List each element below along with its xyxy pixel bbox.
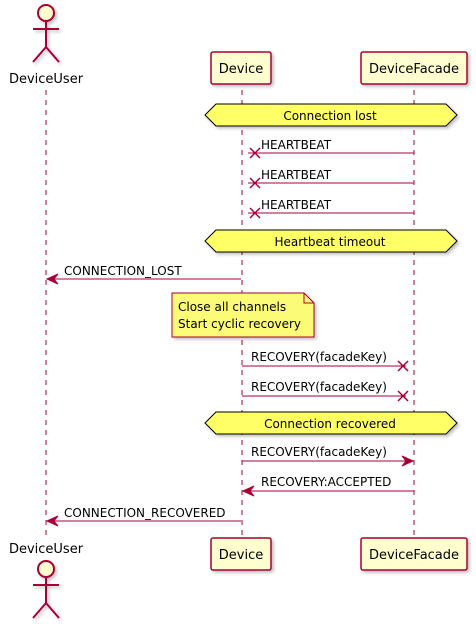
lost-x-icon bbox=[249, 177, 261, 189]
message-recovery-3: RECOVERY(facadeKey) bbox=[242, 445, 415, 467]
arrow-head-icon bbox=[241, 485, 255, 497]
participant-label: DeviceFacade bbox=[369, 548, 459, 563]
message-label: HEARTBEAT bbox=[261, 168, 332, 182]
actor-device-user-top: DeviceUser bbox=[9, 4, 84, 87]
participant-device-top: Device bbox=[210, 51, 272, 85]
message-recovery-1: RECOVERY(facadeKey) bbox=[242, 350, 409, 372]
participant-label: Device bbox=[219, 62, 263, 77]
arrow-head-icon bbox=[45, 515, 59, 527]
divider-connection-lost: Connection lost bbox=[204, 103, 458, 127]
message-connection-recovered: CONNECTION_RECOVERED bbox=[45, 506, 241, 527]
lost-x-icon bbox=[249, 147, 261, 159]
participant-label: DeviceFacade bbox=[369, 62, 459, 77]
message-heartbeat-1: HEARTBEAT bbox=[248, 138, 414, 159]
actor-label: DeviceUser bbox=[9, 542, 84, 557]
arrow-head-icon bbox=[401, 455, 415, 467]
actor-device-user-bottom: DeviceUser bbox=[9, 542, 84, 619]
lost-x-icon bbox=[249, 207, 261, 219]
message-label: RECOVERY(facadeKey) bbox=[251, 445, 387, 459]
message-label: HEARTBEAT bbox=[261, 198, 332, 212]
message-heartbeat-3: HEARTBEAT bbox=[248, 198, 414, 219]
lost-x-icon bbox=[397, 360, 409, 372]
message-label: RECOVERY:ACCEPTED bbox=[261, 475, 391, 489]
arrow-head-icon bbox=[45, 273, 59, 285]
message-heartbeat-2: HEARTBEAT bbox=[248, 168, 414, 189]
message-recovery-2: RECOVERY(facadeKey) bbox=[242, 380, 409, 402]
message-label: CONNECTION_LOST bbox=[64, 264, 182, 278]
divider-heartbeat-timeout: Heartbeat timeout bbox=[204, 229, 458, 253]
message-label: RECOVERY(facadeKey) bbox=[251, 350, 387, 364]
participant-device-facade-top: DeviceFacade bbox=[360, 51, 468, 85]
participant-device-bottom: Device bbox=[210, 537, 272, 571]
note-recovery: Close all channels Start cyclic recovery bbox=[171, 292, 315, 338]
actor-icon bbox=[32, 560, 60, 619]
divider-label: Connection lost bbox=[283, 109, 377, 123]
message-label: CONNECTION_RECOVERED bbox=[64, 506, 226, 520]
participant-device-facade-bottom: DeviceFacade bbox=[360, 537, 468, 571]
participant-label: Device bbox=[219, 548, 263, 563]
message-label: HEARTBEAT bbox=[261, 138, 332, 152]
note-line-1: Close all channels bbox=[178, 300, 286, 314]
lost-x-icon bbox=[397, 390, 409, 402]
actor-label: DeviceUser bbox=[9, 72, 84, 87]
actor-icon bbox=[32, 4, 60, 63]
message-connection-lost: CONNECTION_LOST bbox=[45, 264, 241, 285]
divider-label: Connection recovered bbox=[264, 417, 396, 431]
divider-label: Heartbeat timeout bbox=[274, 235, 385, 249]
divider-connection-recovered: Connection recovered bbox=[204, 411, 458, 435]
note-line-2: Start cyclic recovery bbox=[178, 317, 301, 331]
message-recovery-accepted: RECOVERY:ACCEPTED bbox=[241, 475, 414, 497]
message-label: RECOVERY(facadeKey) bbox=[251, 380, 387, 394]
